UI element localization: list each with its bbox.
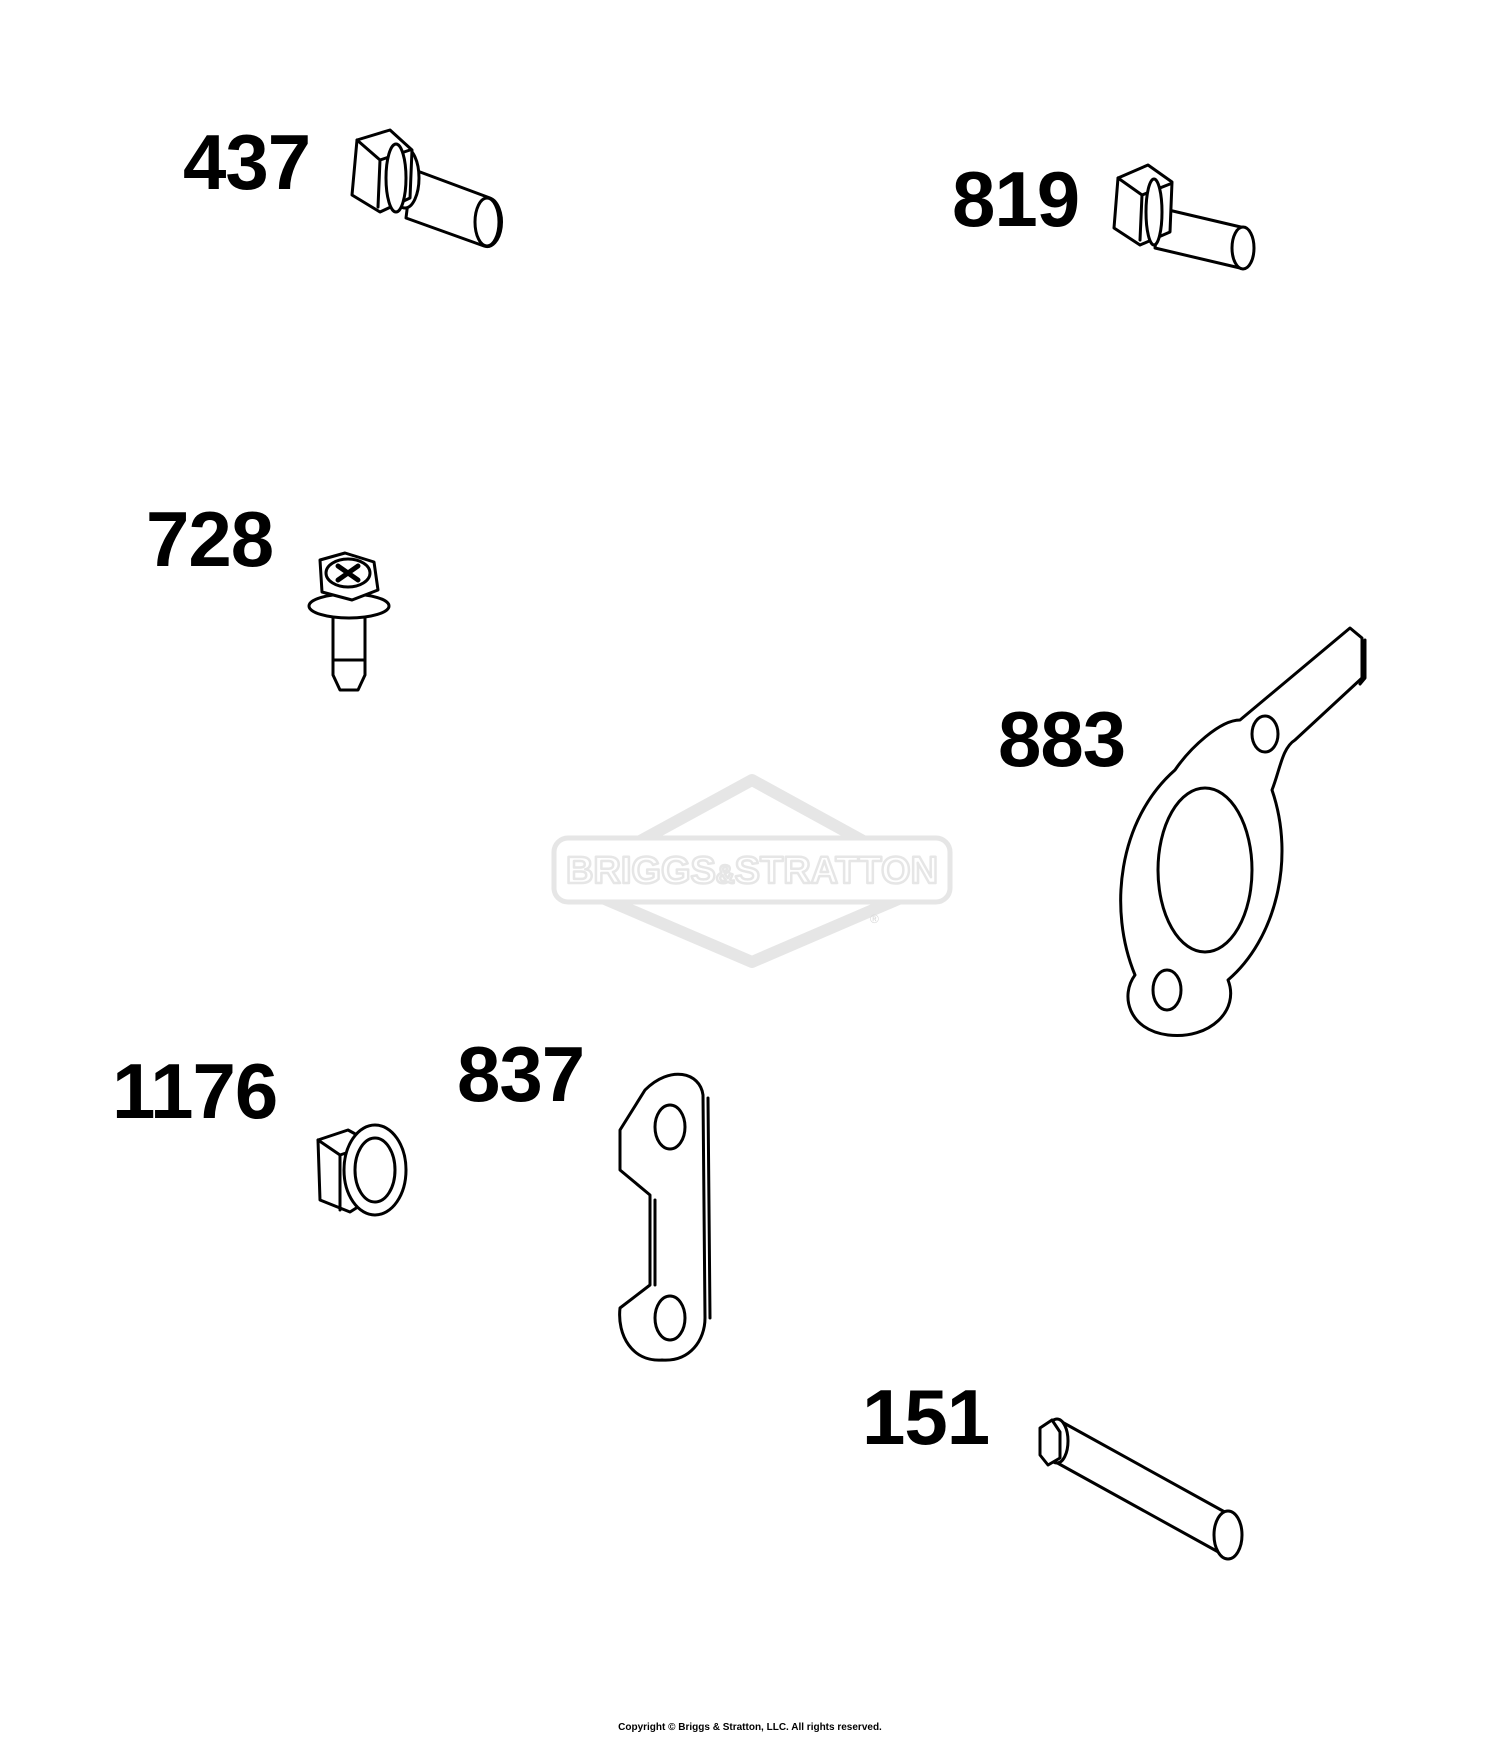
callout-883: 883 xyxy=(998,695,1126,783)
callout-728: 728 xyxy=(146,495,274,583)
watermark-ampersand: & xyxy=(716,859,735,889)
callout-437: 437 xyxy=(183,118,311,206)
part-437-illustration xyxy=(350,128,503,249)
part-728-illustration xyxy=(307,551,391,692)
part-883-illustration xyxy=(1119,626,1367,1038)
part-837-illustration xyxy=(618,1072,712,1362)
part-819-illustration xyxy=(1112,163,1256,271)
part-151-illustration xyxy=(1038,1417,1244,1561)
copyright-notice: Copyright © Briggs & Stratton, LLC. All … xyxy=(618,1722,882,1733)
watermark-registered: ® xyxy=(870,912,879,926)
callout-837: 837 xyxy=(457,1030,585,1118)
callout-819: 819 xyxy=(952,155,1080,243)
briggs-stratton-watermark: BRIGGS&STRATTON ® xyxy=(551,774,953,968)
svg-text:BRIGGS&STRATTON: BRIGGS&STRATTON xyxy=(566,850,938,892)
callout-1176: 1176 xyxy=(112,1047,278,1135)
watermark-brand-right: STRATTON xyxy=(735,850,938,892)
callout-151: 151 xyxy=(862,1373,990,1461)
watermark-brand-left: BRIGGS xyxy=(566,850,716,892)
part-1176-illustration xyxy=(316,1123,408,1217)
